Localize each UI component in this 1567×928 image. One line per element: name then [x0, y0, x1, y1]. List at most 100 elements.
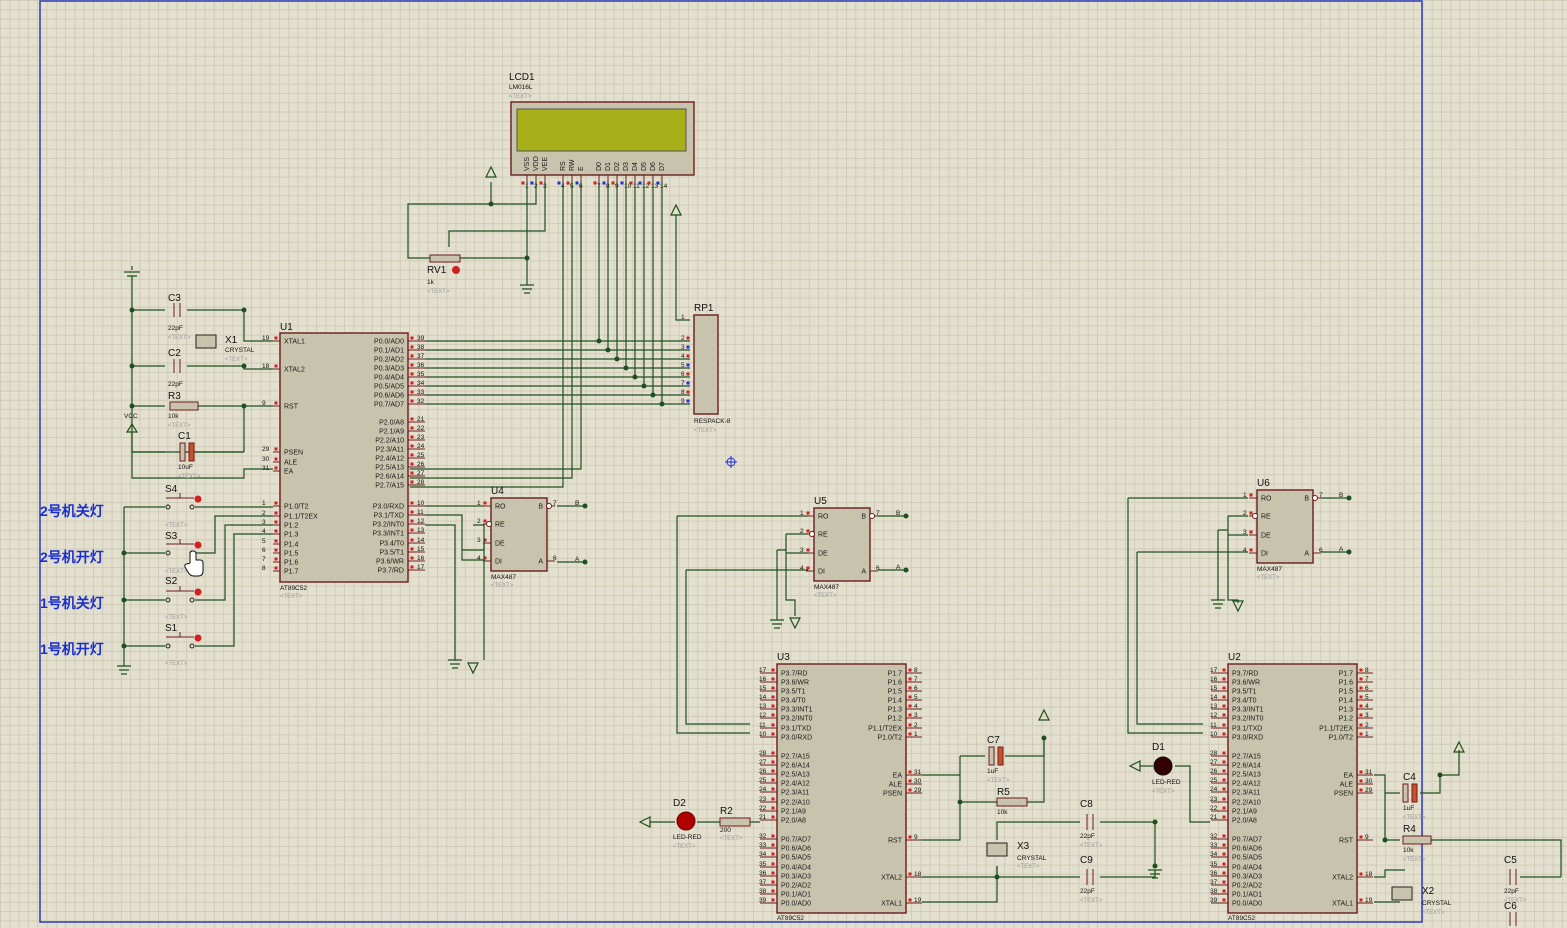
button-s1[interactable]: S1 <TEXT>	[165, 623, 202, 667]
pin-marker	[656, 181, 660, 185]
max-u6-pin-label: DE	[1261, 533, 1271, 540]
mcu-left-pin-num: 37	[1210, 879, 1218, 886]
c6[interactable]: C6	[1504, 901, 1517, 926]
mcu-left-pin-label: P3.2/INT0	[781, 716, 813, 723]
mcu-left-pin-num: 22	[1210, 805, 1218, 812]
u1-right-pin-num: 13	[417, 527, 425, 534]
u1-right-pin-num: 28	[417, 479, 425, 486]
hand-cursor-icon	[184, 550, 204, 577]
pin-marker	[1222, 843, 1226, 847]
u1-u4-wiring	[425, 503, 588, 675]
r5[interactable]: R5 10k	[996, 787, 1028, 816]
max-u6-pin-label: RO	[1261, 496, 1272, 503]
button-s3[interactable]: S3 <TEXT>	[165, 531, 202, 575]
d2[interactable]: D2 LED-RED <TEXT>	[673, 798, 702, 850]
mcu-left-pin-num: 33	[759, 842, 767, 849]
u6-b-label: B	[1339, 492, 1343, 499]
max-u6-pin-label: DI	[1261, 551, 1268, 558]
u3[interactable]: U3 P3.7/RD17P3.6/WR16P3.5/T115P3.4/T014P…	[759, 652, 922, 922]
max-u4-pin-label: DI	[495, 559, 502, 566]
max-u5-model: MAX487	[814, 584, 839, 591]
max-u6-model: MAX487	[1257, 566, 1282, 573]
mcu-left-pin-label: P3.6/WR	[1232, 680, 1260, 687]
c3-text: <TEXT>	[168, 335, 191, 341]
lcd-pin-num: 13	[651, 183, 659, 190]
u1-left-pin-label: XTAL2	[284, 367, 305, 374]
c8[interactable]: C8 22pF <TEXT>	[1080, 799, 1103, 849]
mcu-right-pin-num: 29	[1365, 787, 1373, 794]
pin-marker	[410, 426, 414, 430]
rv1[interactable]: RV1 1k <TEXT>	[427, 254, 461, 295]
c1[interactable]: C1 10uF <TEXT>	[178, 431, 201, 480]
max-u5-pin-num: 6	[876, 565, 880, 572]
mcu-right-pin-num: 31	[914, 769, 922, 776]
r2-text: <TEXT>	[720, 836, 743, 842]
lcd1-text: <TEXT>	[509, 94, 532, 100]
u1-right-pin-num: 39	[417, 335, 425, 342]
button-s2[interactable]: S2 <TEXT>	[165, 576, 202, 621]
lcd-pin-label: D4	[632, 162, 639, 171]
max-u6-pin-num: 3	[1243, 529, 1247, 536]
c8-ref: C8	[1080, 799, 1093, 810]
mcu-left-pin-num: 12	[1210, 712, 1218, 719]
x2[interactable]: X2 CRYSTAL <TEXT>	[1391, 886, 1452, 916]
r2[interactable]: R2 200 <TEXT>	[719, 806, 751, 842]
mcu-left-pin-label: P0.0/AD0	[781, 901, 811, 908]
mcu-right-pin-num: 8	[1365, 667, 1369, 674]
mcu-left-pin-num: 39	[1210, 897, 1218, 904]
r2-ref: R2	[720, 806, 733, 817]
u1-left-pin-label: P1.0/T2	[284, 504, 309, 511]
r3-body	[169, 401, 199, 411]
pin-marker	[483, 501, 487, 505]
pin-marker	[410, 556, 414, 560]
pin-marker	[771, 668, 775, 672]
rv1-knob[interactable]	[452, 266, 460, 274]
u1-left-pin-num: 30	[262, 456, 270, 463]
max-u6-pin-label: B	[1304, 496, 1309, 503]
r3[interactable]: R3 10k <TEXT>	[168, 391, 199, 429]
d1[interactable]: D1 LED-RED <TEXT>	[1152, 742, 1181, 795]
x3[interactable]: X3 CRYSTAL <TEXT>	[986, 841, 1047, 870]
mcu-left-pin-num: 15	[759, 685, 767, 692]
mcu-left-pin-num: 16	[1210, 676, 1218, 683]
c9[interactable]: C9 22pF <TEXT>	[1080, 855, 1103, 904]
c3[interactable]: C3 22pF <TEXT>	[168, 293, 191, 341]
lcd-pin-label: D7	[659, 162, 666, 171]
u2[interactable]: U2 P3.7/RD17P3.6/WR16P3.5/T115P3.4/T014P…	[1210, 652, 1373, 922]
lcd1[interactable]: LCD1 LM016L <TEXT> VSS1VDD2VEE3RS4RW5E6D…	[509, 72, 695, 190]
pin-marker	[771, 751, 775, 755]
sheet-border	[39, 0, 1423, 923]
mcu-right-pin-label: RST	[1339, 838, 1354, 845]
u1-left-pin-label: P1.1/T2EX	[284, 514, 318, 521]
x2-text: <TEXT>	[1422, 910, 1445, 916]
r4[interactable]: R4 10k <TEXT>	[1402, 824, 1432, 863]
c7[interactable]: C7 1uF <TEXT>	[987, 735, 1010, 784]
d2-value: LED-RED	[673, 834, 702, 841]
mcu-left-pin-num: 12	[759, 712, 767, 719]
u1-right-pin-num: 32	[417, 398, 425, 405]
rp1[interactable]: RP1 RESPACK-8 <TEXT>	[693, 303, 731, 434]
pin-marker	[274, 548, 278, 552]
pin-marker	[1359, 779, 1363, 783]
rp1-pin-num: 4	[681, 353, 685, 360]
u4-a-label: A	[575, 556, 580, 563]
x1[interactable]: X1 CRYSTAL <TEXT>	[195, 334, 255, 363]
pin-marker	[274, 511, 278, 515]
mcu-right-pin-label: XTAL1	[881, 901, 902, 908]
c5[interactable]: C5 22pF <TEXT>	[1504, 855, 1527, 904]
c2[interactable]: C2 22pF	[168, 348, 183, 388]
u1-body	[279, 332, 409, 583]
button-s4[interactable]: S4 <TEXT>	[165, 484, 202, 529]
u1[interactable]: U1 XTAL119XTAL218RST9PSEN29ALE30EA31P1.0…	[262, 322, 425, 600]
mcu-left-pin-num: 21	[1210, 814, 1218, 821]
mcu-left-pin-num: 39	[759, 897, 767, 904]
pin-marker	[771, 760, 775, 764]
rp1-pin-num: 3	[681, 344, 685, 351]
c4[interactable]: C4 1uF <TEXT>	[1402, 772, 1426, 821]
u1-right-pin-num: 11	[417, 509, 424, 516]
rp1-pin-num: 9	[681, 398, 685, 405]
